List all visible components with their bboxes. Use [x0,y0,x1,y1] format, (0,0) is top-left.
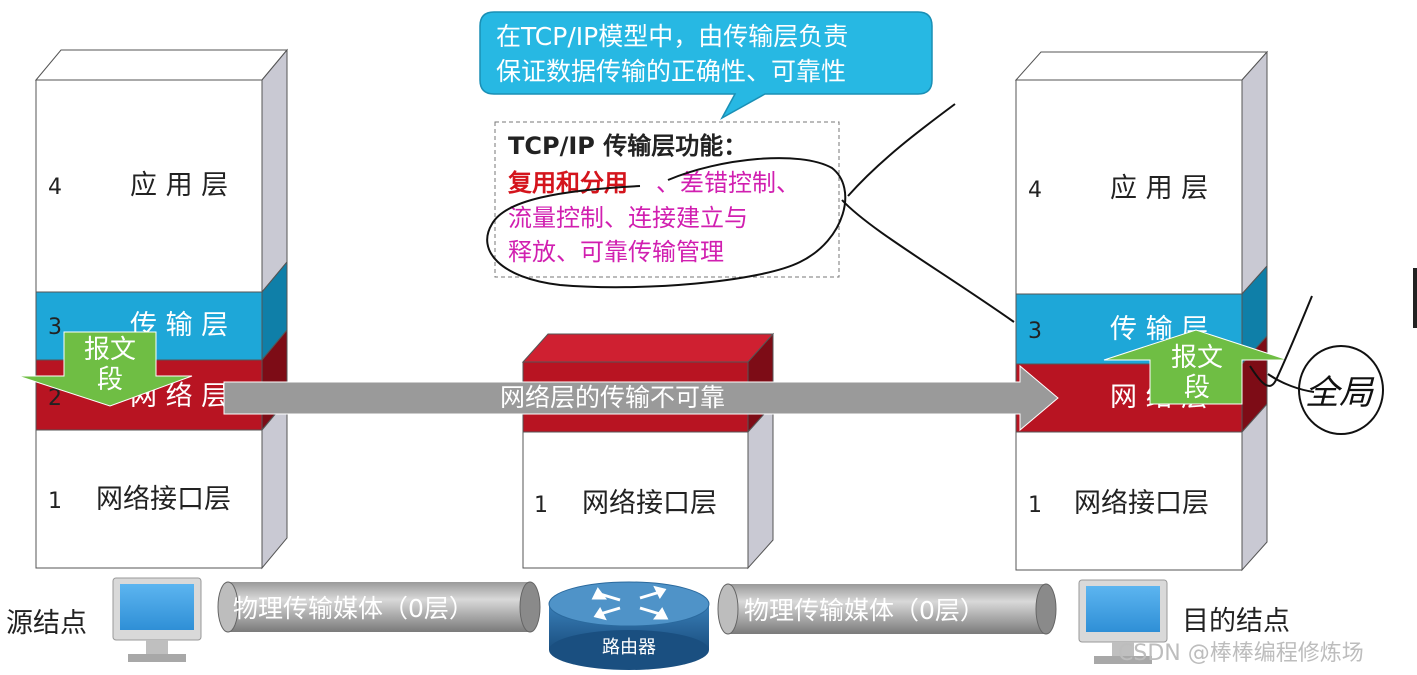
functions-line3: 释放、可靠传输管理 [508,238,724,266]
segment-arrow-down: 报文 段 [17,331,193,407]
callout-line-1: 在TCP/IP模型中，由传输层负责 [496,22,848,51]
source-layer-3-num: 3 [48,315,62,340]
dest-node-label: 目的结点 [1182,606,1290,637]
router-layer-1 [522,431,749,569]
dest-stack: 4 应 用 层 3 传 输 层 2 网 络 层 1 网络接口层 [1014,50,1269,572]
source-layer-1-name: 网络接口层 [96,484,231,515]
dest-layer-4-name: 应 用 层 [1110,173,1208,204]
dest-layer-4-num: 4 [1028,178,1042,203]
router-stack: 1 网络接口层 [521,332,775,570]
edge-marker [1413,268,1417,328]
source-layer-1 [35,429,263,569]
source-layer-1-num: 1 [48,489,62,514]
dest-layer-1 [1015,431,1243,571]
source-layer-4-num: 4 [48,175,62,200]
dest-layer-4 [1015,79,1243,295]
segment-up-label-1: 报文 [1171,343,1223,373]
monitor-icon-source [112,577,202,662]
media-cylinder-left: 物理传输媒体（0层） [217,581,541,633]
segment-down-label-2: 段 [97,365,123,395]
network-arrow-label: 网络层的传输不可靠 [500,383,725,412]
source-layer-4-name: 应 用 层 [130,170,228,201]
functions-title: TCP/IP 传输层功能： [508,132,747,160]
dest-layer-1-name: 网络接口层 [1074,488,1209,519]
transport-functions-box: TCP/IP 传输层功能： 复用和分用 、差错控制、 流量控制、连接建立与 释放… [494,121,840,278]
router-icon: 路由器 [548,581,710,670]
functions-line2: 流量控制、连接建立与 [508,204,748,232]
media-left-label: 物理传输媒体（0层） [233,594,474,623]
network-arrow: 网络层的传输不可靠 [223,364,1059,432]
source-node-label: 源结点 [6,608,87,639]
segment-arrow-up: 报文 段 [1103,329,1289,405]
router-label: 路由器 [602,637,656,658]
callout-line-2: 保证数据传输的正确性、可靠性 [496,57,846,86]
router-layer-1-name: 网络接口层 [582,488,717,519]
segment-up-label-2: 段 [1184,373,1210,403]
functions-line1-rest: 、差错控制、 [656,169,800,197]
callout-bubble: 在TCP/IP模型中，由传输层负责 保证数据传输的正确性、可靠性 [479,11,933,120]
dest-layer-3-num: 3 [1028,319,1042,344]
dest-layer-1-num: 1 [1028,493,1042,518]
source-layer-2-num: 2 [48,386,62,411]
monitor-icon-dest [1078,579,1168,664]
media-cylinder-right: 物理传输媒体（0层） [717,583,1057,635]
source-stack: 4 应 用 层 3 传 输 层 2 网 络 层 1 网络接口层 [34,48,289,570]
segment-down-label-1: 报文 [84,335,136,365]
handwritten-note: 全局 [1305,373,1375,413]
media-right-label: 物理传输媒体（0层） [744,596,985,625]
router-layer-1-num: 1 [534,493,548,518]
source-layer-4 [35,79,263,293]
handwritten-annotations [486,103,1384,435]
watermark: CSDN @棒棒编程修炼场 [1118,641,1364,666]
